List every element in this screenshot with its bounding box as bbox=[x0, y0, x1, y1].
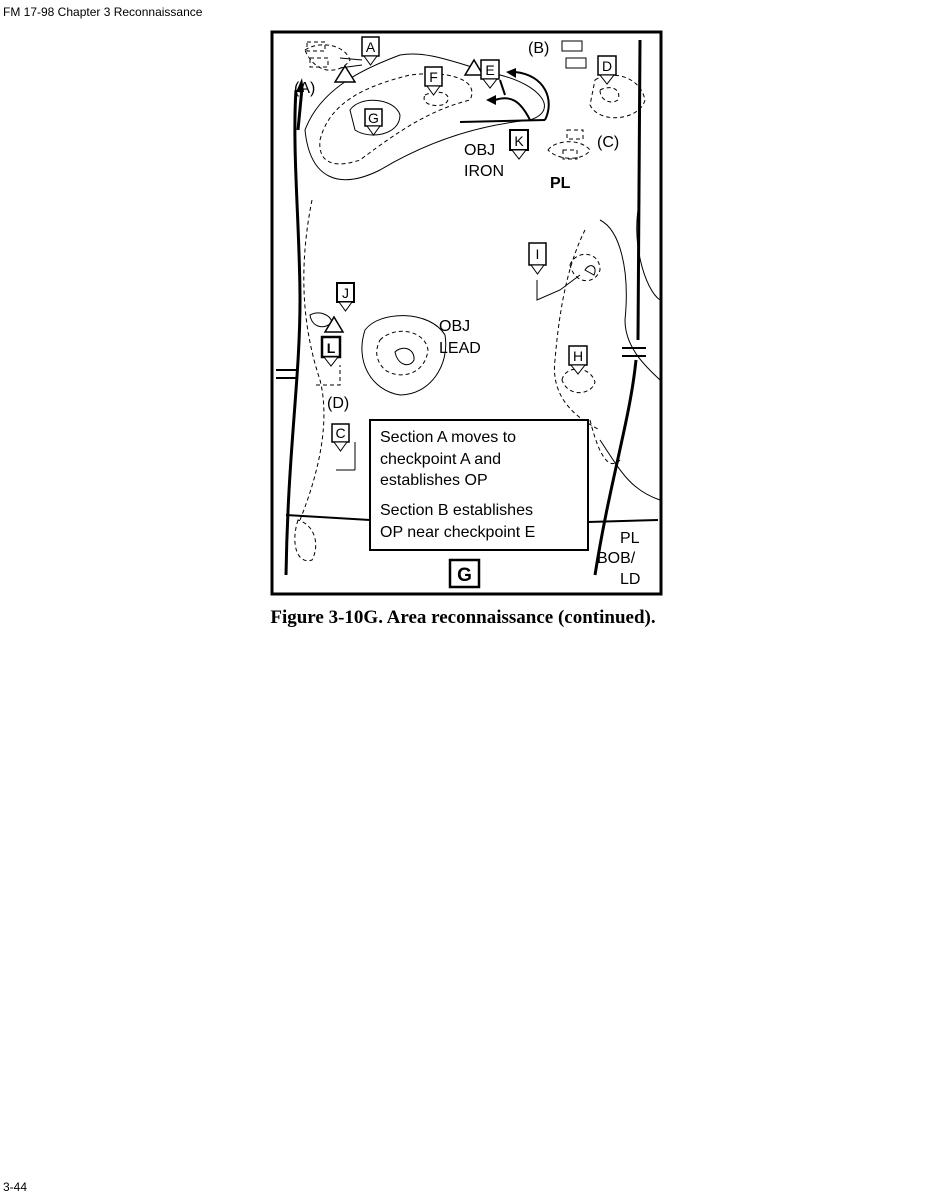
obj-iron-line2: IRON bbox=[464, 163, 504, 180]
svg-text:OP near checkpoint E: OP near checkpoint E bbox=[380, 524, 535, 541]
op-triangles bbox=[323, 58, 485, 333]
checkpoint-I: I bbox=[528, 242, 547, 275]
pl-label: PL bbox=[550, 175, 571, 192]
svg-text:E: E bbox=[485, 62, 494, 78]
note-box: Section A moves to checkpoint A and esta… bbox=[369, 419, 589, 551]
checkpoint-F: F bbox=[424, 66, 443, 96]
svg-text:establishes OP: establishes OP bbox=[380, 472, 488, 489]
pl-bob-line2: BOB/ bbox=[597, 550, 636, 567]
checkpoint-E: E bbox=[480, 59, 500, 89]
svg-text:G: G bbox=[368, 110, 379, 126]
svg-text:F: F bbox=[429, 69, 438, 85]
svg-text:D: D bbox=[602, 58, 612, 74]
page-header: FM 17-98 Chapter 3 Reconnaissance bbox=[3, 5, 203, 19]
svg-text:J: J bbox=[342, 285, 349, 301]
svg-text:Section B establishes: Section B establishes bbox=[380, 502, 533, 519]
checkpoint-K: K bbox=[509, 129, 529, 160]
pl-bob-line1: PL bbox=[620, 530, 640, 547]
checkpoint-A: A bbox=[361, 36, 380, 66]
checkpoint-D: D bbox=[597, 55, 617, 85]
route-label-a: (A) bbox=[294, 80, 315, 97]
route-arrows bbox=[296, 68, 550, 131]
obj-lead-line2: LEAD bbox=[439, 340, 481, 357]
svg-text:A: A bbox=[366, 39, 376, 55]
svg-text:L: L bbox=[327, 340, 336, 356]
checkpoint-G: G bbox=[364, 108, 383, 136]
svg-text:K: K bbox=[514, 133, 524, 149]
route-label-b: (B) bbox=[528, 40, 549, 57]
svg-text:Section A moves to: Section A moves to bbox=[380, 429, 516, 446]
obj-iron-line1: OBJ bbox=[464, 142, 495, 159]
checkpoint-J: J bbox=[336, 282, 355, 312]
checkpoint-C: C bbox=[331, 423, 350, 452]
pl-bob-line3: LD bbox=[620, 571, 640, 588]
svg-text:C: C bbox=[335, 425, 345, 441]
figure-caption: Figure 3-10G. Area reconnaissance (conti… bbox=[270, 607, 656, 628]
boundary-lines bbox=[276, 39, 659, 576]
svg-text:H: H bbox=[573, 348, 583, 364]
checkpoint-H: H bbox=[568, 345, 588, 375]
svg-text:checkpoint A and: checkpoint A and bbox=[380, 451, 501, 468]
route-label-c: (C) bbox=[597, 134, 619, 151]
svg-text:G: G bbox=[457, 565, 472, 586]
obj-lead-line1: OBJ bbox=[439, 318, 470, 335]
route-label-d: (D) bbox=[327, 395, 349, 412]
unit-symbols bbox=[306, 40, 587, 160]
page-number: 3-44 bbox=[3, 1180, 28, 1194]
panel-label: G bbox=[448, 558, 481, 589]
svg-text:I: I bbox=[536, 246, 540, 262]
checkpoint-L: L bbox=[320, 335, 342, 367]
